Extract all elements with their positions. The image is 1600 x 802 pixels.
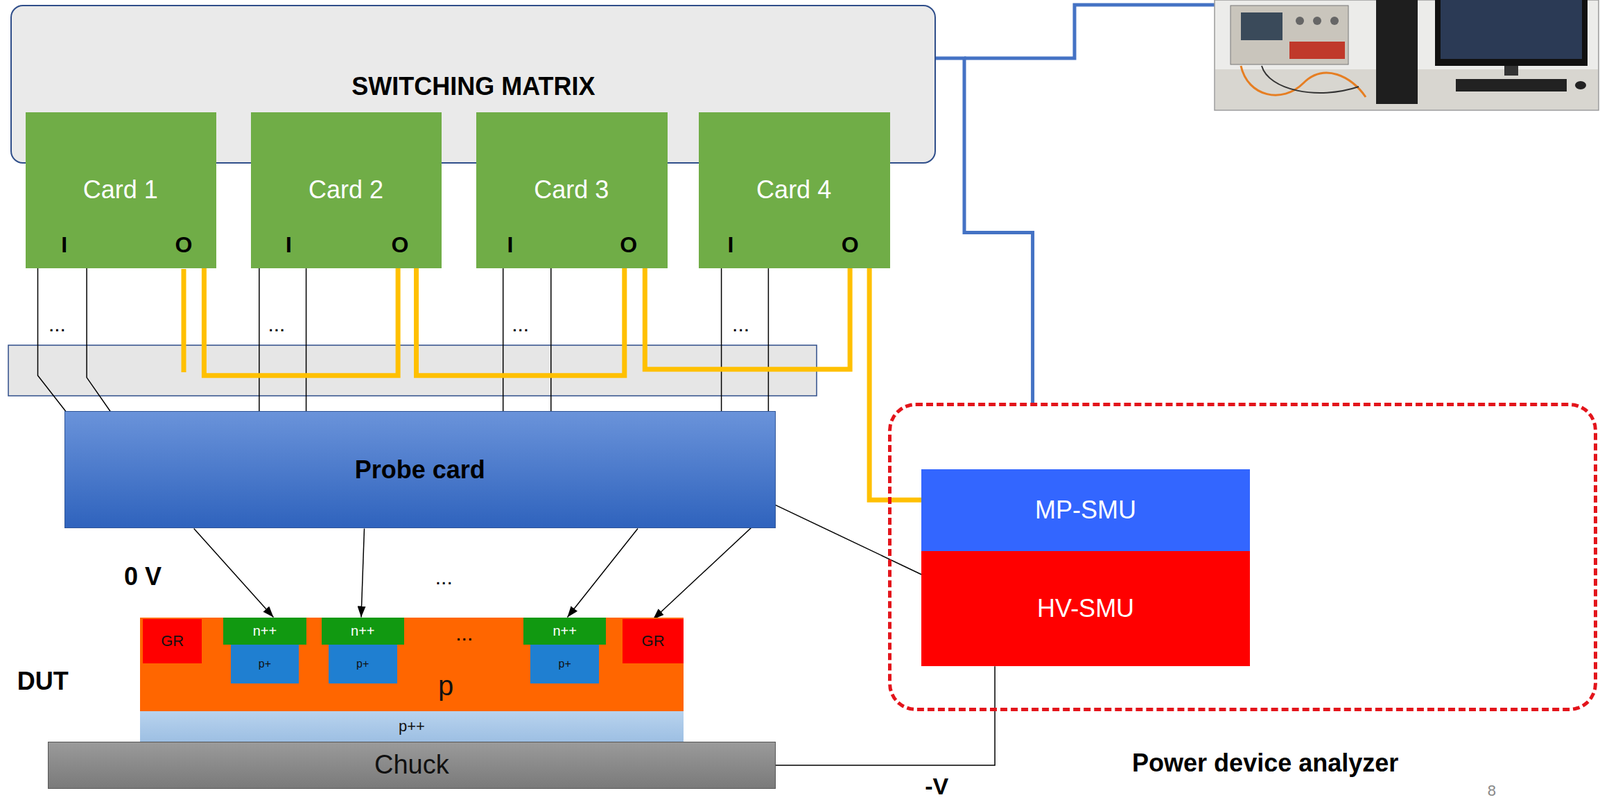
port-label: O — [174, 232, 193, 258]
node-label: Card 3 — [533, 175, 609, 204]
mouse — [1575, 81, 1587, 90]
wire — [768, 268, 770, 412]
probe-needle — [567, 528, 638, 618]
smu-box: MP-SMU — [921, 469, 1250, 552]
device-label: DUT — [17, 667, 69, 697]
yellow-cable — [644, 268, 850, 370]
guard-ring: GR — [622, 619, 684, 663]
node-label: p+ — [356, 657, 369, 671]
lab-photo — [1214, 0, 1599, 111]
ellipsis: ... — [267, 312, 285, 337]
ellipsis: ... — [455, 621, 473, 647]
node-label: Card 2 — [308, 175, 384, 204]
ellipsis: ... — [732, 312, 750, 337]
node-label: Power device analyzer — [1132, 748, 1399, 778]
node-label: SWITCHING MATRIX — [351, 72, 595, 101]
n-implant: n++ — [523, 617, 606, 646]
port-label: O — [841, 232, 859, 258]
guard-ring: GR — [142, 619, 202, 663]
probe-needle — [361, 528, 365, 618]
n-implant: n++ — [321, 617, 405, 646]
node-label: n++ — [350, 623, 375, 640]
knob — [1295, 16, 1304, 25]
ellipsis: ... — [511, 312, 529, 337]
node-label: p+ — [258, 657, 272, 671]
probe-card: Probe card — [64, 411, 776, 529]
port-label: I — [727, 232, 734, 258]
instrument-screen — [1240, 12, 1283, 41]
yellow-cable — [869, 268, 922, 500]
wire — [305, 268, 308, 412]
p-substrate: p GR n++ p+ n++ p+ n++ p+ GR — [140, 617, 685, 712]
ellipsis: ... — [435, 565, 453, 590]
monitor — [1435, 0, 1588, 66]
wire — [775, 666, 995, 766]
node-label: p++ — [398, 717, 425, 735]
p-implant: p+ — [530, 644, 599, 684]
port-label: O — [619, 232, 638, 258]
node-label: p — [438, 669, 454, 702]
card: Card 1 I O — [25, 112, 217, 269]
node-label: GR — [641, 632, 665, 650]
wire — [38, 268, 66, 412]
port-label: O — [391, 232, 410, 258]
yellow-cable — [181, 268, 187, 373]
port-label: I — [507, 232, 514, 258]
node-label: Card 1 — [83, 175, 159, 204]
wire — [502, 268, 504, 412]
monitor-screen — [1440, 0, 1582, 59]
node-label: GR — [160, 632, 184, 650]
ellipsis: ... — [48, 312, 66, 337]
page-number: 8 — [1487, 781, 1497, 800]
pc-tower — [1376, 0, 1418, 104]
wire — [86, 268, 111, 412]
instrument — [1230, 5, 1349, 65]
n-implant: n++ — [223, 617, 306, 646]
card: Card 4 I O — [698, 112, 890, 269]
node-label: p+ — [558, 657, 572, 671]
chuck: Chuck — [47, 741, 776, 789]
p-implant: p+ — [230, 644, 300, 684]
monitor-stand — [1504, 65, 1519, 76]
knob — [1312, 16, 1322, 25]
node-label: HV-SMU — [1037, 594, 1135, 623]
switching-matrix: SWITCHING MATRIXCard 1IOCard 2IOCard 3IO… — [10, 4, 936, 163]
node-label: Card 4 — [756, 175, 832, 204]
wire — [258, 268, 260, 412]
yellow-cable — [203, 268, 398, 376]
yellow-cable — [416, 268, 625, 376]
cable — [1240, 65, 1366, 98]
knob — [1330, 16, 1339, 25]
potential-label: -V — [924, 772, 949, 800]
probe-needle — [194, 528, 274, 618]
node-label: Probe card — [354, 455, 486, 484]
analyzer-box: Power device analyzerMP-SMUHV-SMU — [888, 402, 1598, 712]
keyboard — [1455, 79, 1567, 92]
card: Card 3 I O — [476, 112, 667, 269]
pc-link — [964, 4, 1215, 59]
wire — [775, 505, 922, 575]
potential-label: 0 V — [124, 562, 162, 591]
node-label: MP-SMU — [1035, 495, 1137, 525]
photo-frame — [1214, 0, 1599, 111]
p-implant: p+ — [328, 644, 398, 684]
wire — [720, 268, 723, 412]
p-backside: p++ — [140, 711, 685, 742]
cable — [1261, 65, 1359, 93]
node-label: n++ — [552, 623, 577, 640]
red-unit — [1289, 41, 1345, 59]
node-label: Chuck — [374, 750, 450, 781]
port-label: I — [61, 232, 68, 258]
port-label: I — [285, 232, 292, 258]
wire — [550, 268, 552, 412]
card: Card 2 I O — [250, 112, 442, 269]
smu-box: HV-SMU — [921, 551, 1250, 667]
control-link — [935, 58, 1033, 404]
node-label: n++ — [253, 623, 277, 640]
